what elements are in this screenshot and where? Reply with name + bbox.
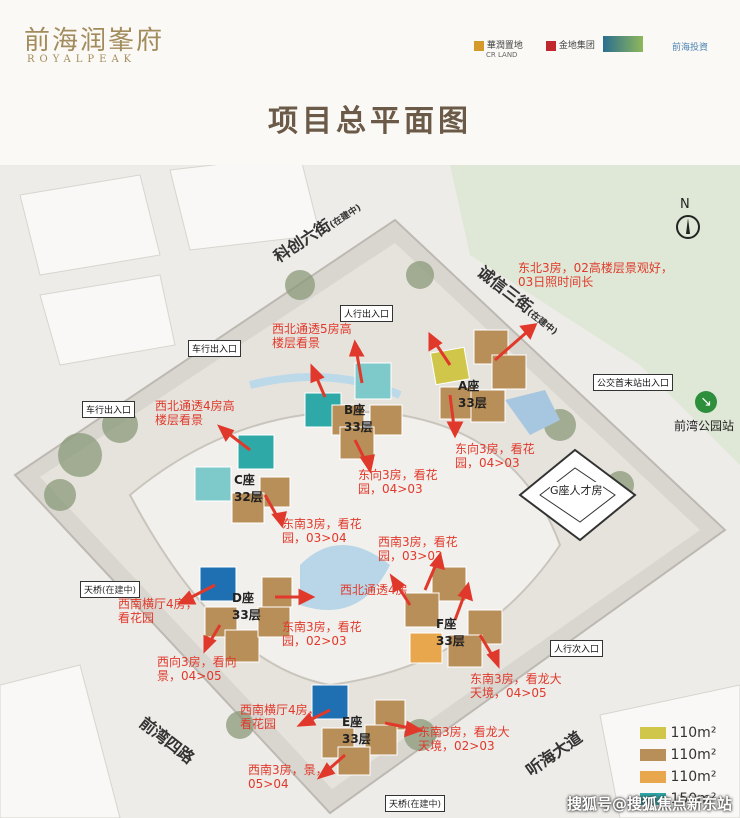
logo-subtitle: ROYALPEAK (27, 54, 137, 65)
pedestrian-entrance-se: 人行次入口 (550, 640, 604, 657)
building-c-floors: 32层 (234, 490, 263, 504)
park-station-label: 前湾公园站 (674, 419, 735, 433)
header (0, 0, 740, 170)
legend-swatch (640, 771, 666, 783)
annotation-a5: 东向3房，看花园，04>03 (358, 468, 438, 496)
annotation-a10: 西南横厅4房，看花园 (118, 597, 198, 625)
building-a-name: A座 (458, 379, 480, 393)
annotation-a14: 东南3房，看龙大天境，02>03 (418, 725, 510, 753)
legend-label: 110m² (670, 725, 717, 741)
legend-swatch (640, 727, 666, 739)
legend-item: 110m² (640, 769, 735, 785)
brand-gemdale-label: 金地集团 (558, 41, 595, 51)
building-e: E座 33层 (342, 713, 371, 747)
site-plan-map: N 科创六街(在建中) 诚信三街(在建中) 前湾四路 听海大道 人行出入口 车行… (0, 165, 740, 818)
building-e-name: E座 (342, 715, 363, 729)
legend: 110m² 110m² 110m² 150m² (640, 725, 735, 807)
building-a-floors: 33层 (458, 396, 487, 410)
building-e-floors: 33层 (342, 732, 371, 746)
brand-cr-land-label: 華潤置地 (486, 41, 523, 51)
annotation-a13: 西南横厅4房，看花园 (240, 703, 320, 731)
annotation-a8: 西北通透4房 (340, 583, 408, 597)
bridge-1: 天桥(在建中) (80, 581, 141, 598)
building-a: A座 33层 (458, 377, 487, 411)
annotation-a2: 西北通透5房高楼层看景 (272, 322, 352, 350)
page-title: 项目总平面图 (268, 104, 472, 139)
compass-icon (676, 215, 700, 239)
legend-label: 110m² (670, 769, 717, 785)
brand-gemdale: 金地集团 (546, 38, 595, 51)
bus-entrance: 公交首末站出入口 (593, 374, 674, 391)
annotation-a11: 西向3房，看向景，04>05 (157, 655, 237, 683)
building-b-floors: 33层 (344, 420, 373, 434)
legend-label: 110m² (670, 747, 717, 763)
legend-swatch (640, 749, 666, 761)
annotation-a7: 西南3房，看花园，03>02 (378, 535, 458, 563)
building-d: D座 33层 (232, 589, 261, 623)
annotation-a1: 东北3房，02高楼层景观好，03日照时间长 (518, 261, 673, 289)
watermark: 搜狐号@搜狐焦点新东站 (566, 795, 732, 813)
annotation-a12: 东南3房，看龙大天境，04>05 (470, 672, 562, 700)
annotation-a15: 西南3房，景，05>04 (248, 763, 328, 791)
building-d-floors: 33层 (232, 608, 261, 622)
bridge-2-label: 天桥 (389, 800, 408, 810)
bridge-1-tag: (在建中) (102, 586, 137, 596)
annotation-a9: 东南3房，看花园，02>03 (282, 620, 362, 648)
logo-title: 前海润峯府 (24, 26, 165, 56)
brand-cr-land: 華潤置地 CR LAND (474, 38, 523, 59)
brand-cr-land-sub: CR LAND (486, 51, 518, 59)
building-c: C座 32层 (234, 471, 263, 505)
building-f-name: F座 (436, 617, 457, 631)
legend-item: 150m² (640, 791, 735, 807)
bridge-1-label: 天桥 (84, 586, 103, 596)
compass-label: N (680, 197, 690, 212)
car-entrance-1: 车行出入口 (188, 340, 242, 357)
building-c-name: C座 (234, 473, 255, 487)
building-b-name: B座 (344, 403, 366, 417)
brand-logo-small (603, 36, 643, 55)
car-entrance-2: 车行出入口 (82, 401, 136, 418)
annotation-a6: 东南3房，看花园，03>04 (282, 517, 362, 545)
building-f-floors: 33层 (436, 634, 465, 648)
legend-label: 150m² (670, 791, 717, 807)
building-f: F座 33层 (436, 615, 465, 649)
building-d-name: D座 (232, 591, 254, 605)
bridge-2: 天桥(在建中) (385, 795, 446, 812)
g-building-label: G座人才房 (550, 482, 603, 498)
park-station-icon: ↘ (695, 391, 717, 413)
legend-swatch (640, 793, 666, 805)
brand-qianhai: 前海投資 (672, 43, 709, 53)
bridge-2-tag: (在建中) (407, 800, 442, 810)
building-b: B座 33层 (344, 401, 373, 435)
annotation-a4: 东向3房，看花园，04>03 (455, 442, 535, 470)
annotation-a3: 西北通透4房高楼层看景 (155, 399, 235, 427)
legend-item: 110m² (640, 747, 735, 763)
pedestrian-entrance-north: 人行出入口 (340, 305, 394, 322)
legend-item: 110m² (640, 725, 735, 741)
